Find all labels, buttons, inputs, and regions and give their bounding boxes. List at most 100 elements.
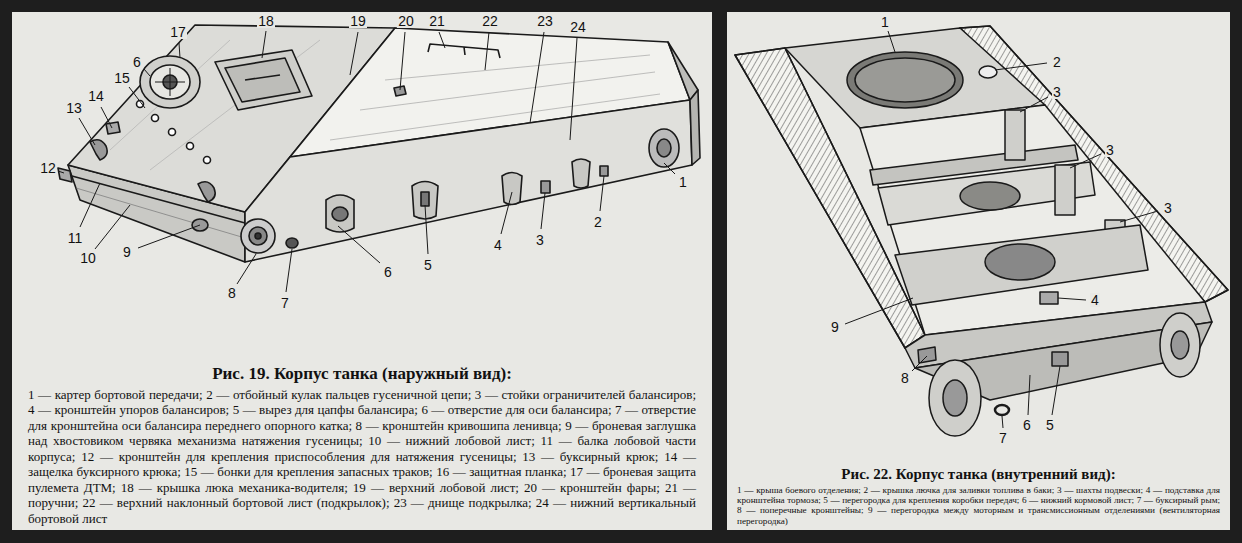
leader-line <box>262 31 266 58</box>
hull-interior <box>1160 313 1200 377</box>
callout-number: 2 <box>593 215 603 229</box>
hull-exterior <box>600 166 608 176</box>
hull-exterior <box>428 44 500 58</box>
callout-number: 8 <box>227 286 237 300</box>
hull-exterior <box>255 233 261 239</box>
hull-exterior <box>58 168 72 182</box>
hull-exterior <box>204 157 211 164</box>
callout-number: 21 <box>428 14 446 28</box>
callout-number: 17 <box>169 25 187 39</box>
leader-line <box>541 193 545 229</box>
leader-line <box>1052 366 1060 415</box>
leader-line <box>1028 375 1030 415</box>
hull-exterior <box>225 58 300 102</box>
leader-line <box>101 107 112 128</box>
hull-exterior <box>106 122 120 134</box>
leader-line <box>485 32 489 70</box>
hull-interior <box>943 380 967 416</box>
leader-line <box>95 205 130 249</box>
hull-exterior <box>58 25 700 262</box>
hull-exterior <box>385 55 650 80</box>
callout-number: 19 <box>349 14 367 28</box>
hull-exterior <box>668 42 698 100</box>
callout-number: 2 <box>1052 55 1062 69</box>
callout-number: 3 <box>535 233 545 247</box>
hull-exterior <box>215 50 312 110</box>
hull-interior <box>985 244 1055 280</box>
callout-number: 13 <box>65 101 83 115</box>
leader-line <box>1002 416 1003 428</box>
hull-exterior <box>572 159 590 188</box>
hull-exterior <box>245 100 692 262</box>
callout-number: 9 <box>122 245 132 259</box>
hull-interior <box>1055 165 1075 215</box>
hull-exterior <box>541 181 550 193</box>
callout-number: 14 <box>87 89 105 103</box>
hull-exterior <box>150 65 190 99</box>
leader-line <box>338 226 380 263</box>
hull-interior <box>918 347 936 363</box>
callout-number: 7 <box>998 431 1008 445</box>
figure-panel: Рис. 22. Корпус танка (внутренний вид):1… <box>727 12 1230 530</box>
hull-interior <box>878 162 1095 225</box>
callout-number: 24 <box>569 20 587 34</box>
hull-exterior <box>332 207 348 221</box>
hull-exterior <box>169 129 176 136</box>
hull-exterior <box>187 143 194 150</box>
callout-number: 8 <box>900 371 910 385</box>
hull-exterior <box>170 68 171 96</box>
callout-number: 20 <box>397 14 415 28</box>
hull-interior <box>960 182 1020 210</box>
leader-line <box>912 356 927 371</box>
hull-exterior <box>198 182 215 202</box>
hull-exterior <box>286 238 298 248</box>
figure-legend-text: 1 — крыша боевого отделения; 2 — крышка … <box>737 485 1220 526</box>
leader-line <box>129 87 145 108</box>
hull-exterior <box>140 56 200 108</box>
callout-number: 11 <box>67 231 84 245</box>
callout-number: 1 <box>880 15 890 29</box>
leader-line <box>286 249 292 292</box>
figure-heading: Рис. 19. Корпус танка (наружный вид): <box>28 364 696 384</box>
hull-interior <box>895 225 1148 305</box>
callout-number: 4 <box>1090 293 1100 307</box>
leader-line <box>400 32 405 90</box>
hull-interior <box>995 405 1009 415</box>
hull-interior <box>1171 331 1189 359</box>
hull-exterior <box>152 115 159 122</box>
callout-number: 22 <box>481 14 499 28</box>
callout-number: 5 <box>423 258 433 272</box>
leader-line <box>79 118 95 145</box>
hull-exterior <box>412 182 438 220</box>
callout-number: 23 <box>536 14 554 28</box>
callout-number: 6 <box>1022 418 1032 432</box>
figure-legend-text: 1 — картер бортовой передачи; 2 — отбойн… <box>28 387 696 526</box>
callout-number: 9 <box>830 320 840 334</box>
hull-exterior <box>110 40 230 150</box>
callout-number: 4 <box>493 238 503 252</box>
leader-line <box>1020 97 1048 112</box>
hull-interior <box>979 66 997 78</box>
callout-number: 1 <box>678 175 688 189</box>
leader-line <box>664 163 675 174</box>
hull-interior <box>855 58 955 102</box>
hull-interior <box>847 52 963 108</box>
leader-line <box>1070 154 1101 168</box>
leader-line <box>237 254 256 284</box>
panel-ground <box>727 12 1230 530</box>
hull-exterior <box>657 139 671 157</box>
leader-line <box>995 63 1047 70</box>
hull-interior <box>735 26 1228 436</box>
figure-panel: Рис. 19. Корпус танка (наружный вид): 1 —… <box>12 12 712 530</box>
hull-exterior <box>690 90 700 165</box>
callout-number: 12 <box>39 161 57 175</box>
panel-ground <box>12 12 712 530</box>
hull-exterior <box>502 173 522 205</box>
hull-interior <box>929 360 981 436</box>
panel-ground <box>12 12 1230 530</box>
leader-line <box>179 43 180 58</box>
hull-exterior <box>241 219 275 253</box>
hull-exterior <box>649 129 679 167</box>
leader-line <box>888 31 895 52</box>
